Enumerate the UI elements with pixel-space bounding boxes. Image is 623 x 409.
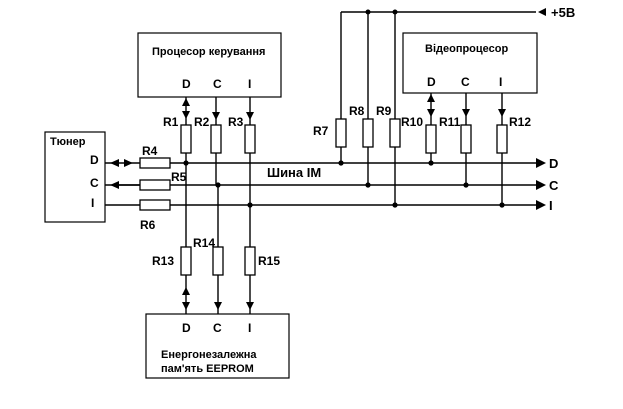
eeprom-title-line2: пам'ять EEPROM <box>161 363 254 375</box>
resistor-r8 <box>362 118 374 148</box>
bus-arrow-c <box>536 180 546 190</box>
control-pin-c: C <box>213 77 222 91</box>
bus-output-c: C <box>549 178 559 193</box>
eeprom-pin-d: D <box>182 321 191 335</box>
resistor-r13 <box>180 246 192 276</box>
label-r12: R12 <box>509 115 531 129</box>
label-r15: R15 <box>258 254 280 268</box>
resistor-r7 <box>335 118 347 148</box>
tuner-pin-c: C <box>90 176 99 190</box>
eeprom-title-line1: Енергонезалежна <box>161 349 257 361</box>
resistor-r15 <box>244 246 256 276</box>
label-r11: R11 <box>439 115 461 129</box>
video-pin-i: I <box>499 75 502 89</box>
control-pin-d: D <box>182 77 191 91</box>
bus-arrow-d <box>536 158 546 168</box>
bus-name: Шина IM <box>267 165 321 180</box>
supply-label: +5В <box>551 5 575 20</box>
video-processor-block: Відеопроцесор D C I <box>402 32 538 94</box>
pullup-resistors: +5В R7 R8 R9 <box>313 5 575 205</box>
bus-output-d: D <box>549 156 558 171</box>
label-r5: R5 <box>171 170 187 184</box>
label-r8: R8 <box>349 104 365 118</box>
tuner-connections: R4 R5 R6 <box>105 144 195 232</box>
resistor-r12 <box>496 124 508 154</box>
video-pin-d: D <box>427 75 436 89</box>
video-processor-title: Відеопроцесор <box>425 43 508 55</box>
tuner-pin-d: D <box>90 153 99 167</box>
label-r6: R6 <box>140 218 156 232</box>
video-drops: R10 R11 R12 <box>401 93 531 205</box>
control-processor-block: Процесор керування D C I <box>137 32 282 98</box>
eeprom-drops: R13 R14 R15 <box>152 163 280 314</box>
eeprom-block: D C I Енергонезалежна пам'ять EEPROM <box>145 313 290 379</box>
eeprom-pin-i: I <box>248 321 251 335</box>
tuner-title: Тюнер <box>50 136 86 148</box>
junction-dots <box>183 160 505 208</box>
label-r1: R1 <box>163 115 179 129</box>
label-r7: R7 <box>313 124 329 138</box>
resistor-r6 <box>139 199 171 211</box>
bus-output-i: I <box>549 198 553 213</box>
control-drops: R1 R2 R3 <box>163 97 256 205</box>
resistor-r3 <box>244 124 256 154</box>
resistor-r11 <box>460 124 472 154</box>
bus-lines: D C I Шина IM <box>105 156 559 213</box>
tuner-block: Тюнер D C I <box>44 131 106 223</box>
eeprom-pin-c: C <box>213 321 222 335</box>
resistor-r9 <box>389 118 401 148</box>
resistor-r5 <box>139 179 171 191</box>
label-r3: R3 <box>228 115 244 129</box>
label-r14: R14 <box>193 236 215 250</box>
resistor-r2 <box>210 124 222 154</box>
tuner-pin-i: I <box>91 196 94 210</box>
label-r9: R9 <box>376 104 392 118</box>
control-processor-title: Процесор керування <box>152 46 265 58</box>
resistor-r1 <box>180 124 192 154</box>
resistor-r4 <box>139 157 171 169</box>
label-r13: R13 <box>152 254 174 268</box>
video-pin-c: C <box>461 75 470 89</box>
label-r2: R2 <box>194 115 210 129</box>
resistor-r10 <box>425 124 437 154</box>
label-r4: R4 <box>142 144 158 158</box>
bus-arrow-i <box>536 200 546 210</box>
label-r10: R10 <box>401 115 423 129</box>
control-pin-i: I <box>248 77 251 91</box>
resistor-r14 <box>212 246 224 276</box>
